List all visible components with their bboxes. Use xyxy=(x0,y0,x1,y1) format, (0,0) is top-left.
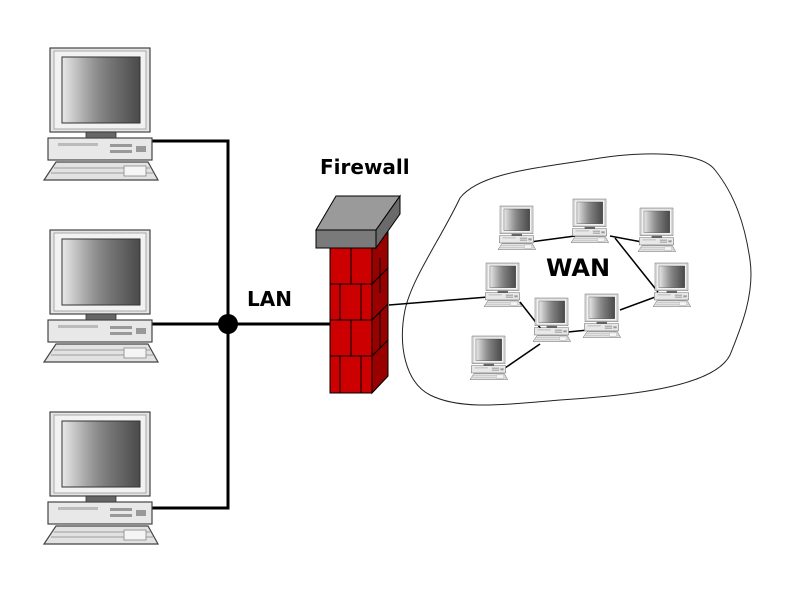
wan-computer-7 xyxy=(582,293,621,338)
network-junction-icon xyxy=(218,314,238,334)
wan-computer-6 xyxy=(532,297,571,342)
wan-label: WAN xyxy=(546,254,610,282)
desktop-computer-icon xyxy=(469,335,508,380)
desktop-computer-icon xyxy=(652,262,691,307)
wan-computer-4 xyxy=(483,262,522,307)
wan-link-firewall xyxy=(388,296,489,306)
lan-computer-3 xyxy=(43,411,159,545)
desktop-computer-icon xyxy=(582,293,621,338)
lan-wiring xyxy=(146,139,330,510)
desktop-computer-icon xyxy=(497,205,536,250)
wan-computer-3 xyxy=(637,207,676,252)
wan-computer-1 xyxy=(497,205,536,250)
desktop-computer-icon xyxy=(43,411,159,545)
wan-computer-2 xyxy=(570,198,609,243)
desktop-computer-icon xyxy=(570,198,609,243)
desktop-computer-icon xyxy=(43,229,159,363)
lan-computer-2 xyxy=(43,229,159,363)
wan-computer-8 xyxy=(469,335,508,380)
firewall-label: Firewall xyxy=(320,155,410,179)
brick-wall-icon xyxy=(315,194,401,395)
firewall-cap-front xyxy=(315,229,377,249)
firewall-cap-side xyxy=(375,194,401,250)
lan-label: LAN xyxy=(247,287,292,311)
desktop-computer-icon xyxy=(637,207,676,252)
desktop-computer-icon xyxy=(532,297,571,342)
desktop-computer-icon xyxy=(43,47,159,181)
desktop-computer-icon xyxy=(483,262,522,307)
cloud-outline-icon xyxy=(401,153,752,406)
wan-computer-5 xyxy=(652,262,691,307)
wan-links xyxy=(388,235,659,369)
lan-computer-1 xyxy=(43,47,159,181)
